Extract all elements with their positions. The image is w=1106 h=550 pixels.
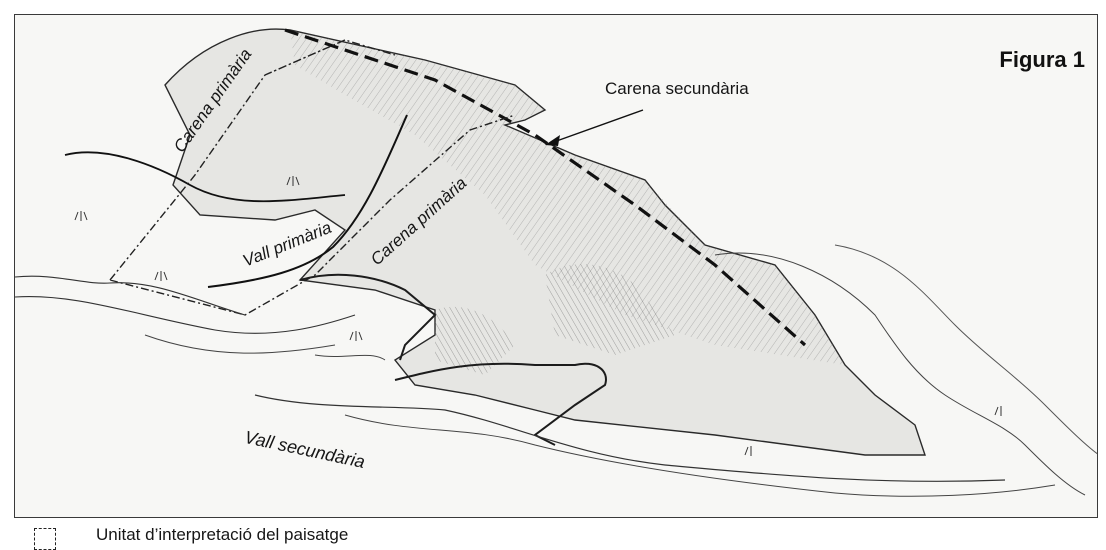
arrow-head-icon (545, 135, 560, 146)
landscape-sketch (15, 15, 1098, 518)
legend-text: Unitat d’interpretació del paisatge (96, 525, 348, 545)
figure-frame: Figura 1 Carena secundària Carena primàr… (14, 14, 1098, 518)
legend: Unitat d’interpretació del paisatge (24, 522, 724, 544)
dashed-box-icon (34, 528, 56, 550)
figure-title: Figura 1 (999, 47, 1085, 73)
river-line-left (15, 276, 245, 315)
river-line-2 (15, 297, 355, 334)
river-line-3 (145, 335, 385, 360)
carena-secundaria-arrow (551, 110, 643, 143)
label-carena-secundaria: Carena secundària (605, 79, 749, 99)
